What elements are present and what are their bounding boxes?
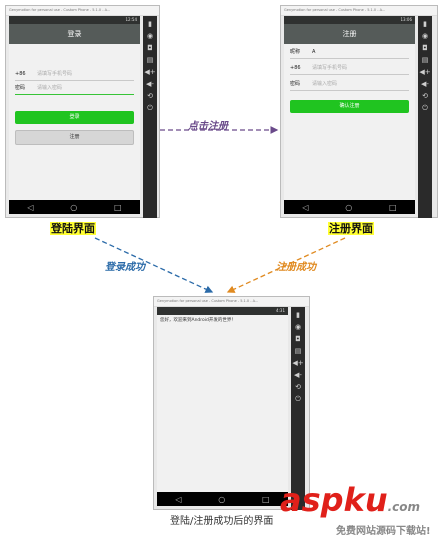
network-icon[interactable]: ▤	[146, 56, 154, 64]
volume-up-icon[interactable]: ◀+	[419, 68, 431, 76]
watermark-slogan: 免费网站源码下载站!	[336, 526, 431, 537]
phone-prefix-label: +86	[290, 65, 301, 71]
emulator-sidebar: ▮ ◉ ◘ ▤ ◀+ ◀- ⟲ ⏻	[291, 307, 305, 510]
power-icon[interactable]: ⏻	[295, 395, 301, 403]
recents-icon[interactable]: □	[389, 202, 397, 212]
home-screen: 4:31 您好，欢迎来到Android开发的世界！ ◁ ○ □	[157, 307, 288, 506]
phone-prefix-label: +86	[15, 71, 26, 77]
emulator-title-bar: Genymotion for personal use - Custom Pho…	[154, 297, 309, 307]
status-bar: 12:54	[9, 16, 140, 24]
status-time: 12:54	[125, 17, 137, 22]
nickname-field[interactable]: 昵称 A	[290, 46, 409, 59]
android-nav-bar: ◁ ○ □	[284, 200, 415, 214]
camera-icon[interactable]: ◘	[147, 44, 153, 52]
emulator-title-bar: Genymotion for personal use - Custom Pho…	[281, 6, 437, 16]
login-emulator-window: Genymotion for personal use - Custom Pho…	[5, 5, 160, 218]
welcome-text: 您好，欢迎来到Android开发的世界！	[160, 318, 236, 323]
back-icon[interactable]: ◁	[175, 494, 182, 504]
home-icon[interactable]: ○	[345, 202, 353, 212]
password-placeholder: 请输入密码	[37, 85, 63, 91]
android-nav-bar: ◁ ○ □	[157, 492, 288, 506]
login-caption: 登陆界面	[50, 222, 96, 235]
status-bar: 4:31	[157, 307, 288, 315]
rotate-icon[interactable]: ⟲	[147, 92, 153, 100]
register-appbar-title: 注册	[284, 24, 415, 44]
home-icon[interactable]: ○	[70, 202, 78, 212]
network-icon[interactable]: ▤	[421, 56, 429, 64]
phone-placeholder: 请填写手机号码	[312, 65, 348, 71]
phone-field[interactable]: +86 请填写手机号码	[290, 62, 409, 75]
power-icon[interactable]: ⏻	[147, 104, 153, 112]
result-caption: 登陆/注册成功后的界面	[170, 516, 274, 527]
register-screen: 13:06 注册 昵称 A +86 请填写手机号码 密码 请输入密码 确认注册 ◁ ○…	[284, 16, 415, 214]
camera-icon[interactable]: ◘	[295, 335, 301, 343]
volume-up-icon[interactable]: ◀+	[144, 68, 156, 76]
network-icon[interactable]: ▤	[294, 347, 302, 355]
camera-icon[interactable]: ◘	[422, 44, 428, 52]
gps-icon[interactable]: ◉	[421, 32, 429, 40]
watermark-logo: aspku.com	[280, 481, 421, 519]
volume-down-icon[interactable]: ◀-	[146, 80, 154, 88]
status-time: 4:31	[276, 308, 285, 313]
rotate-icon[interactable]: ⟲	[295, 383, 301, 391]
login-screen: 12:54 登录 +86 请填写手机号码 密码 请输入密码 登录 注册 ◁ ○ □	[9, 16, 140, 214]
nickname-label: 昵称	[290, 49, 301, 55]
back-icon[interactable]: ◁	[27, 202, 34, 212]
login-button[interactable]: 登录	[15, 111, 134, 124]
emulator-title-bar: Genymotion for personal use - Custom Pho…	[6, 6, 159, 16]
register-button[interactable]: 注册	[15, 130, 134, 145]
battery-icon[interactable]: ▮	[296, 311, 300, 319]
battery-icon[interactable]: ▮	[423, 20, 427, 28]
volume-up-icon[interactable]: ◀+	[292, 359, 304, 367]
gps-icon[interactable]: ◉	[294, 323, 302, 331]
gps-icon[interactable]: ◉	[146, 32, 154, 40]
volume-down-icon[interactable]: ◀-	[294, 371, 302, 379]
password-label: 密码	[290, 81, 301, 87]
rotate-icon[interactable]: ⟲	[422, 92, 428, 100]
phone-placeholder: 请填写手机号码	[37, 71, 73, 77]
password-placeholder: 请输入密码	[312, 81, 338, 87]
recents-icon[interactable]: □	[262, 494, 270, 504]
power-icon[interactable]: ⏻	[422, 104, 428, 112]
status-time: 13:06	[400, 17, 412, 22]
click-register-label: 点击注册	[188, 121, 228, 132]
password-label: 密码	[15, 85, 26, 91]
android-nav-bar: ◁ ○ □	[9, 200, 140, 214]
back-icon[interactable]: ◁	[302, 202, 309, 212]
volume-down-icon[interactable]: ◀-	[421, 80, 429, 88]
login-success-label: 登录成功	[105, 262, 145, 273]
register-success-label: 注册成功	[276, 262, 316, 273]
recents-icon[interactable]: □	[114, 202, 122, 212]
home-icon[interactable]: ○	[218, 494, 226, 504]
password-field[interactable]: 密码 请输入密码	[15, 82, 134, 95]
nickname-value: A	[312, 49, 316, 55]
register-caption: 注册界面	[328, 222, 374, 235]
emulator-sidebar: ▮ ◉ ◘ ▤ ◀+ ◀- ⟲ ⏻	[418, 16, 432, 218]
battery-icon[interactable]: ▮	[148, 20, 152, 28]
confirm-register-button[interactable]: 确认注册	[290, 100, 409, 113]
home-emulator-window: Genymotion for personal use - Custom Pho…	[153, 296, 310, 510]
login-appbar-title: 登录	[9, 24, 140, 44]
emulator-sidebar: ▮ ◉ ◘ ▤ ◀+ ◀- ⟲ ⏻	[143, 16, 157, 218]
password-field[interactable]: 密码 请输入密码	[290, 78, 409, 91]
status-bar: 13:06	[284, 16, 415, 24]
register-emulator-window: Genymotion for personal use - Custom Pho…	[280, 5, 438, 218]
phone-field[interactable]: +86 请填写手机号码	[15, 68, 134, 81]
